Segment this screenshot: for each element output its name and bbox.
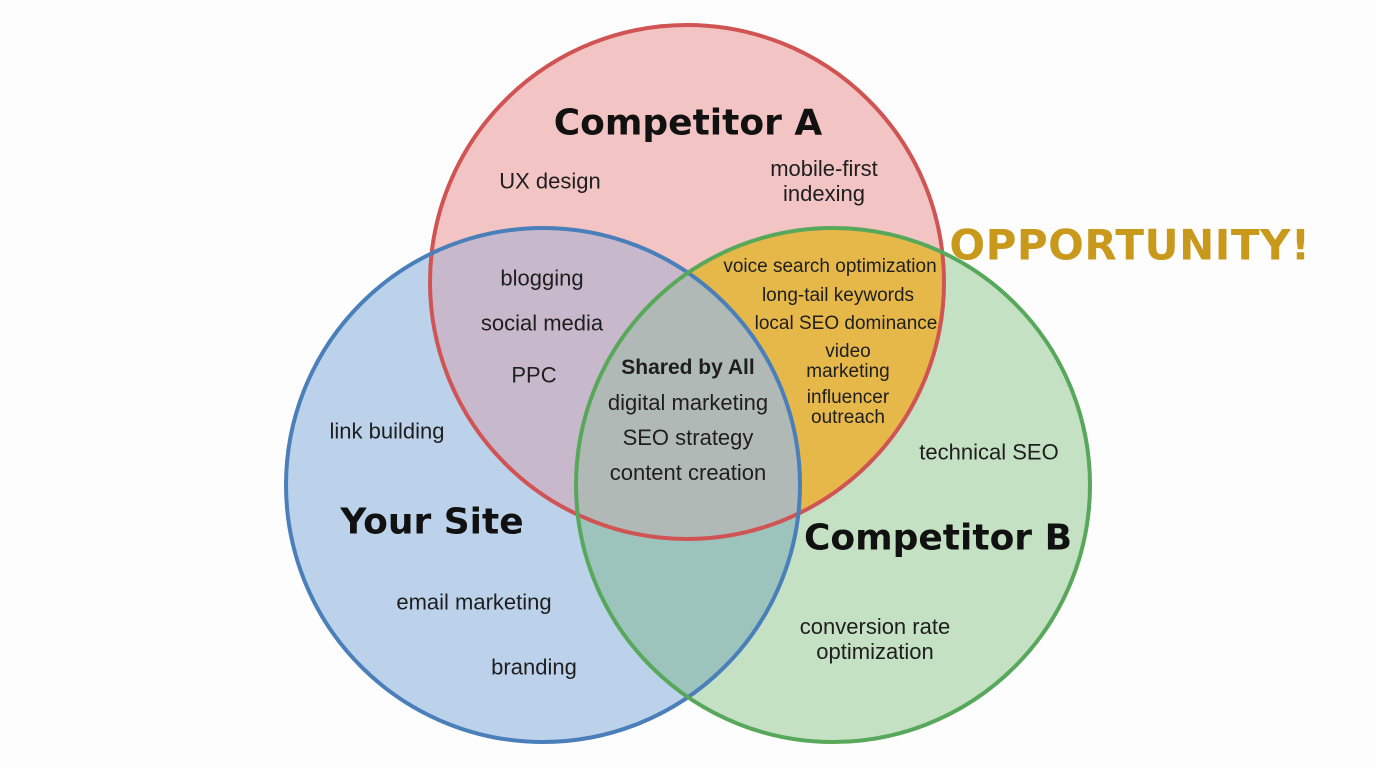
your-site-item: link building	[329, 418, 445, 444]
shared-item: SEO strategy	[622, 425, 754, 450]
competitor-b-item: technical SEO	[919, 439, 1059, 465]
competitor-a-item: UX design	[499, 168, 601, 194]
overlap-a-b-item: voice search optimization	[723, 256, 937, 277]
shared-item: content creation	[609, 460, 767, 485]
competitor-b-title: Competitor B	[803, 517, 1073, 559]
shared-by-all-heading: Shared by All	[621, 356, 755, 379]
your-site-outline	[284, 226, 802, 744]
overlap-a-b-item: local SEO dominance	[754, 313, 938, 334]
overlap-a-your-site-item: PPC	[511, 362, 557, 388]
competitor-a-outline	[428, 23, 946, 541]
overlap-a-b-item: influencer outreach	[806, 387, 890, 428]
overlap-a-b-item: long-tail keywords	[761, 285, 915, 306]
overlap-all-group: Shared by All digital marketing SEO stra…	[608, 355, 768, 495]
shared-item: digital marketing	[607, 390, 769, 415]
competitor-b-item: conversion rate optimization	[799, 614, 951, 664]
your-site-item: email marketing	[396, 589, 552, 615]
overlap-all	[576, 228, 800, 539]
competitor-b-outline	[574, 226, 1092, 744]
competitor-a-item: mobile-first indexing	[770, 156, 878, 206]
overlap-a-your-site-item: social media	[480, 310, 604, 336]
overlap-a-your-site-item: blogging	[500, 265, 584, 291]
competitor-a-title: Competitor A	[553, 102, 823, 144]
your-site-item: branding	[491, 654, 577, 680]
overlap-a-b-item: video marketing	[806, 341, 890, 382]
opportunity-callout: OPPORTUNITY!	[949, 220, 1311, 270]
your-site-title: Your Site	[340, 501, 524, 543]
